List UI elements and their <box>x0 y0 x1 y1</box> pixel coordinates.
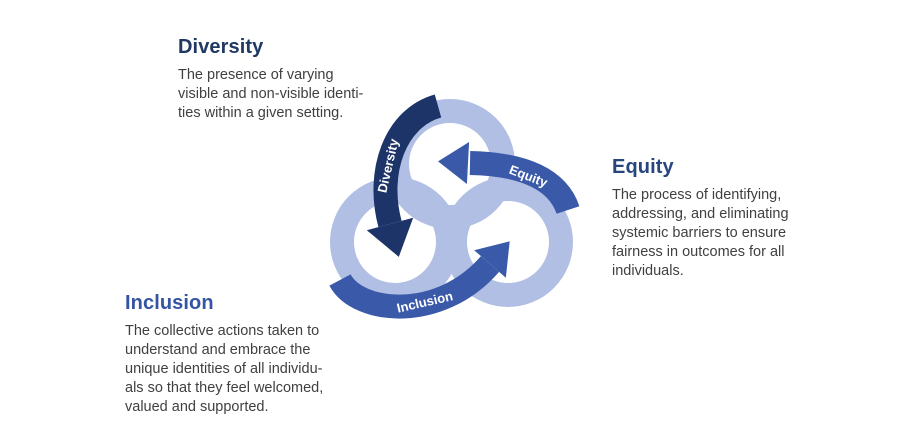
inclusion-heading: Inclusion <box>125 292 214 314</box>
inclusion-arrow-icon <box>329 255 500 319</box>
inclusion-arrowhead-icon <box>474 241 510 278</box>
dei-knot-diagram: Diversity Equity Inclusion <box>329 94 580 319</box>
diversity-arrow-icon <box>373 94 443 228</box>
diversity-description: The presence of varying visible and non-… <box>178 67 364 121</box>
ring-bottom-right-icon <box>443 177 573 307</box>
equity-arrow-icon <box>469 151 580 215</box>
equity-heading: Equity <box>612 156 674 178</box>
inclusion-block: Inclusion The collective actions taken t… <box>125 292 323 417</box>
equity-description: The process of identifying, addressing, … <box>612 187 789 279</box>
diversity-block: Diversity The presence of varying visibl… <box>178 36 363 123</box>
equity-block: Equity The process of identifying, addre… <box>612 156 789 281</box>
diversity-heading: Diversity <box>178 36 264 58</box>
equity-arrowhead-icon <box>438 142 470 184</box>
diversity-arrowhead-icon <box>366 217 414 257</box>
inclusion-description: The collective actions taken to understa… <box>125 323 324 415</box>
